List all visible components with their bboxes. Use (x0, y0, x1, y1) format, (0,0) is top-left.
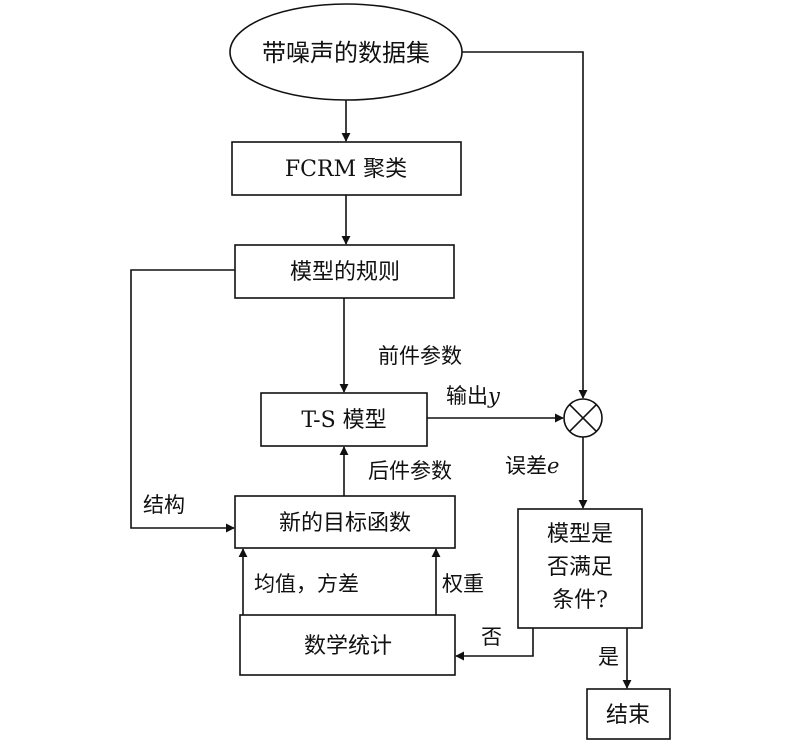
error-label: 误差e (505, 454, 559, 478)
rules-label: 模型的规则 (290, 260, 400, 285)
fcrm-label: FCRM 聚类 (285, 157, 407, 182)
objective-label: 新的目标函数 (279, 511, 411, 536)
end-node (586, 688, 671, 740)
mean-variance-label: 均值，方差 (254, 572, 359, 596)
fcrm-node (231, 141, 462, 196)
premise-params-label: 前件参数 (378, 344, 462, 368)
edge-condition-statistics-no (455, 628, 534, 661)
objective-node (234, 495, 456, 549)
output-label: 输出y (446, 384, 501, 408)
edge-rules-objective-structure (130, 269, 235, 533)
edge-dataset-comparator (462, 51, 588, 399)
ts-model-label: T-S 模型 (301, 408, 386, 433)
statistics-node (239, 614, 456, 676)
rules-node (234, 244, 455, 299)
condition-label-line1: 模型是 (547, 522, 613, 547)
ts-model-node (260, 392, 428, 447)
end-label: 结束 (606, 703, 650, 728)
condition-label-line3: 条件? (552, 588, 608, 613)
structure-label: 结构 (143, 493, 185, 517)
weights-label: 权重 (442, 572, 484, 596)
no-label: 否 (481, 625, 502, 649)
statistics-label: 数学统计 (304, 634, 392, 659)
yes-label: 是 (598, 645, 619, 669)
condition-node (517, 508, 643, 629)
consequent-params-label: 后件参数 (368, 459, 452, 483)
dataset-label: 带噪声的数据集 (262, 39, 430, 67)
condition-label-line2: 否满足 (547, 555, 613, 580)
circle-x-icon (563, 398, 603, 438)
